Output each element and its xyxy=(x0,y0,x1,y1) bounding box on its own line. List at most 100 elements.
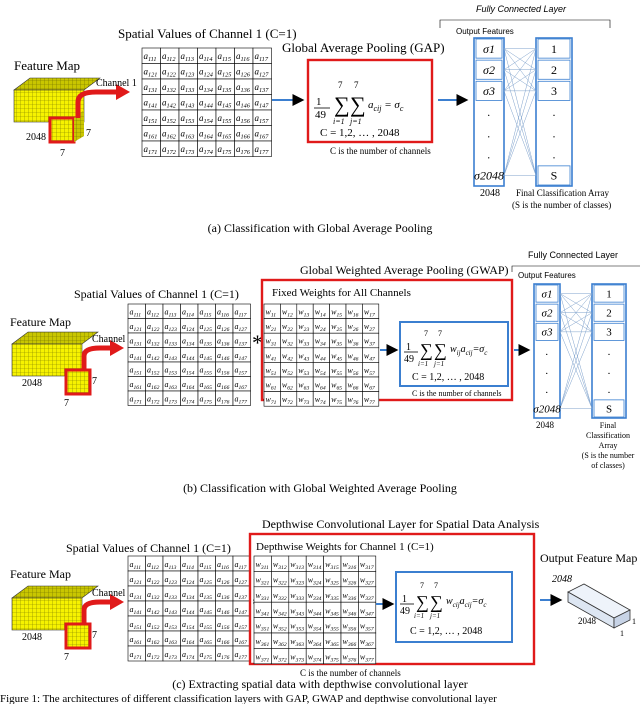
final-l4: (S is the number xyxy=(582,451,635,460)
grid-cell-label: w335 xyxy=(325,591,339,602)
multiply-b: * xyxy=(252,330,263,355)
grid-cell-label: a127 xyxy=(235,322,248,333)
grid-cell-label: a121 xyxy=(130,575,143,586)
grid-cell-label: w17 xyxy=(364,308,375,319)
channel-label-c: Channel 1 xyxy=(92,588,133,599)
grid-cell-label: a151 xyxy=(130,620,143,631)
grid-cell-label: w343 xyxy=(290,606,304,617)
grid-cell-label: a116 xyxy=(217,307,229,318)
grid-cell-label: a173 xyxy=(165,394,178,405)
gwap-formula-box xyxy=(399,321,509,387)
grid-cell-label: w323 xyxy=(290,575,304,586)
output-features-b: Output Features xyxy=(518,271,576,280)
final-l5: of classes) xyxy=(591,461,625,470)
fc-connection xyxy=(559,293,593,409)
spatial-title: Spatial Values of Channel 1 (C=1) xyxy=(118,26,297,41)
class-label: S xyxy=(551,169,558,183)
svg-text:7: 7 xyxy=(424,329,428,338)
grid-cell-label: a116 xyxy=(217,560,229,571)
class-cell xyxy=(537,80,571,101)
grid-cell-label: a167 xyxy=(235,635,248,646)
grid-cell-label: a172 xyxy=(147,394,160,405)
feature-label: σ2048 xyxy=(533,403,561,415)
svg-text:∑: ∑ xyxy=(430,592,443,612)
dw-title: Depthwise Convolutional Layer for Spatia… xyxy=(262,517,540,531)
grid-cell-label: a111 xyxy=(130,560,142,571)
svg-text:49: 49 xyxy=(315,109,327,121)
grid-cell-label: a132 xyxy=(147,336,160,347)
class-label: . xyxy=(553,126,556,140)
class-label: . xyxy=(553,147,556,161)
grid-cell-label: a176 xyxy=(217,650,230,661)
gwap-range: C = 1,2, … , 2048 xyxy=(412,372,484,383)
grid-cell-label: a152 xyxy=(147,365,160,376)
class-label: . xyxy=(608,346,611,358)
svg-text:j=1: j=1 xyxy=(349,117,362,126)
grid-cell-label: a173 xyxy=(165,650,178,661)
grid-cell-label: w71 xyxy=(266,395,277,406)
grid-cell-label: w61 xyxy=(266,381,277,392)
grid-cell-label: w51 xyxy=(266,366,277,377)
grid-cell-label: w52 xyxy=(282,366,293,377)
class-label: 2 xyxy=(606,308,612,320)
grid-cell-label: a142 xyxy=(147,605,160,616)
grid-cell-label: a117 xyxy=(235,560,247,571)
c-note-c: C is the number of channels xyxy=(300,668,401,678)
grid-cell-label: w33 xyxy=(298,337,309,348)
panel-b: Fully Connected Layer Output Features Gl… xyxy=(10,250,640,495)
grid-cell-label: w23 xyxy=(298,322,309,333)
spatial-title-b: Spatial Values of Channel 1 (C=1) xyxy=(74,287,239,301)
svg-text:49: 49 xyxy=(400,606,410,617)
feature-cell xyxy=(475,59,503,80)
fc-connection xyxy=(503,69,537,92)
grid-cell-label: w14 xyxy=(315,308,326,319)
grid-cell-label: w72 xyxy=(282,395,293,406)
svg-text:i=1: i=1 xyxy=(414,612,424,620)
grid-cell-label: a121 xyxy=(130,322,143,333)
grid-cell-label: a131 xyxy=(130,336,143,347)
grid-cell-label: a115 xyxy=(200,307,212,318)
svg-text:i=1: i=1 xyxy=(418,360,428,368)
feature-cell xyxy=(535,284,559,303)
grid-cell-label: a174 xyxy=(182,650,195,661)
svg-text:7: 7 xyxy=(354,80,359,90)
dim-w-b: 7 xyxy=(64,398,69,409)
grid-cell-label: w312 xyxy=(273,560,287,571)
grid-cell-label: w26 xyxy=(348,322,359,333)
grid-cell-label: w62 xyxy=(282,381,293,392)
grid-cell-label: w317 xyxy=(360,560,374,571)
feature-label: σ1 xyxy=(542,288,553,300)
grid-cell-label: a164 xyxy=(182,635,195,646)
dim-h-b: 7 xyxy=(92,376,97,387)
grid-cell-label: a132 xyxy=(147,590,160,601)
panel-a: Feature Map 2048 7 7 Channel 1 Spatial V… xyxy=(13,4,611,235)
grid-cell-label: a135 xyxy=(200,590,213,601)
grid-cell-label: w322 xyxy=(273,575,287,586)
grid-cell-label: w351 xyxy=(256,622,270,633)
grid-cell-label: w11 xyxy=(266,308,277,319)
c-note: C is the number of channels xyxy=(330,146,431,156)
grid-cell-label: w353 xyxy=(290,622,304,633)
grid-cell-label: w316 xyxy=(343,560,357,571)
grid-cell-label: a161 xyxy=(130,635,143,646)
gap-title: Global Average Pooling (GAP) xyxy=(282,40,445,55)
grid-cell-label: a123 xyxy=(165,322,178,333)
grid-cell-label: a141 xyxy=(130,351,143,362)
grid-cell-label: w362 xyxy=(273,637,287,648)
fc-connection xyxy=(559,331,593,409)
grid-cell-label: a153 xyxy=(165,620,178,631)
grid-cell-label: a126 xyxy=(217,322,230,333)
grid-cell-label: w354 xyxy=(308,622,322,633)
grid-cell-label: a155 xyxy=(200,620,213,631)
grid-cell-label: a146 xyxy=(217,351,230,362)
feature-label: . xyxy=(546,365,549,377)
out-depth-label: 2048 xyxy=(578,616,597,626)
grid-cell-label: w341 xyxy=(256,606,270,617)
grid-cell-label: a133 xyxy=(165,590,178,601)
grid-cell-label: w372 xyxy=(273,652,287,663)
grid-cell-label: a167 xyxy=(235,380,248,391)
svg-text:1: 1 xyxy=(406,342,411,353)
spatial-title-c: Spatial Values of Channel 1 (C=1) xyxy=(66,541,231,555)
grid-cell-label: a147 xyxy=(235,351,248,362)
